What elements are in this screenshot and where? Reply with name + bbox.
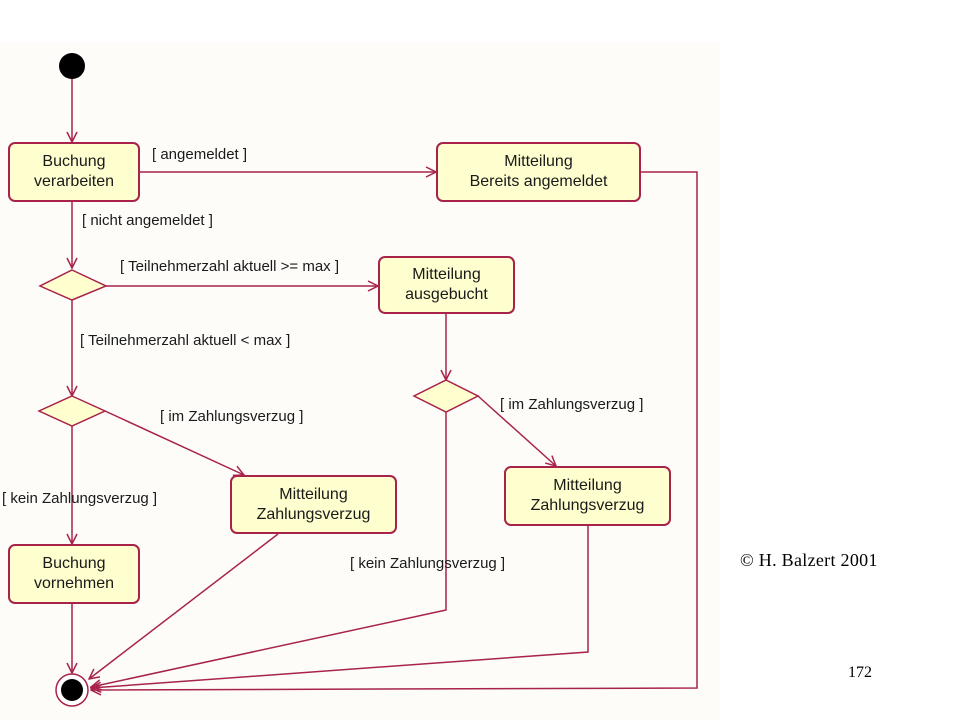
node-label: Buchung verarbeiten — [33, 153, 115, 190]
edge-zahlungsverzug-left-end — [89, 533, 279, 679]
node-label: Buchung vornehmen — [33, 555, 115, 592]
node-label: Mitteilung Zahlungsverzug — [530, 477, 645, 514]
edge-im-zahlungsverzug-right — [477, 395, 556, 466]
start-node — [59, 53, 85, 79]
guard-im-zahlungsverzug-left: [ im Zahlungsverzug ] — [160, 408, 304, 425]
edge-kein-zahlungsverzug-right — [91, 412, 447, 687]
node-label: Mitteilung ausgebucht — [405, 266, 488, 303]
end-node — [61, 679, 83, 701]
decision-zahlungsverzug-right — [412, 379, 480, 413]
node-buchung-verarbeiten: Buchung verarbeiten — [8, 142, 140, 202]
guard-nicht-angemeldet: [ nicht angemeldet ] — [82, 212, 213, 229]
copyright-text: © H. Balzert 2001 — [740, 550, 878, 570]
guard-teilnehmer-lt-max: [ Teilnehmerzahl aktuell < max ] — [80, 332, 291, 349]
guard-teilnehmer-max: [ Teilnehmerzahl aktuell >= max ] — [120, 258, 340, 275]
page-number: 172 — [848, 664, 872, 681]
node-mitteilung-bereits-angemeldet: Mitteilung Bereits angemeldet — [436, 142, 641, 202]
node-mitteilung-zahlungsverzug-right: Mitteilung Zahlungsverzug — [504, 466, 671, 526]
guard-im-zahlungsverzug-right: [ im Zahlungsverzug ] — [500, 396, 644, 413]
guard-kein-zahlungsverzug-right: [ kein Zahlungsverzug ] — [350, 555, 506, 572]
guard-kein-zahlungsverzug-left: [ kein Zahlungsverzug ] — [2, 490, 158, 507]
decision-zahlungsverzug-left — [37, 395, 107, 427]
edge-bereits-end — [91, 171, 698, 690]
guard-angemeldet: [ angemeldet ] — [152, 146, 248, 163]
decision-teilnehmerzahl — [38, 269, 108, 301]
node-mitteilung-zahlungsverzug-left: Mitteilung Zahlungsverzug — [230, 475, 397, 534]
node-buchung-vornehmen: Buchung vornehmen — [8, 544, 140, 604]
node-mitteilung-ausgebucht: Mitteilung ausgebucht — [378, 256, 515, 314]
node-label: Mitteilung Zahlungsverzug — [256, 485, 371, 523]
edge-im-zahlungsverzug-left — [104, 410, 244, 475]
node-label: Mitteilung Bereits angemeldet — [469, 153, 608, 190]
edge-zahlungsverzug-right-end — [91, 526, 589, 688]
